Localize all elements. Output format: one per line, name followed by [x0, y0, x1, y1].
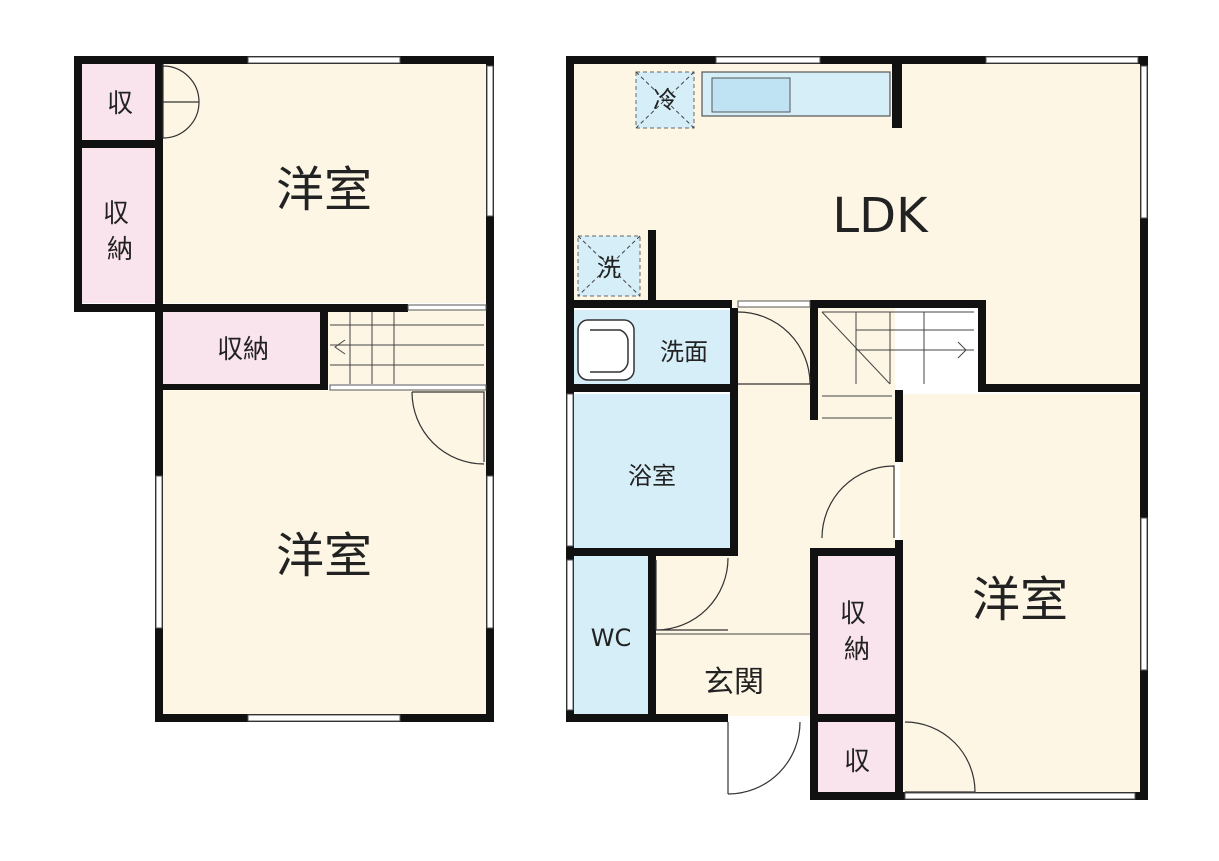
- fridge-box: [635, 71, 695, 129]
- label-storage: 収 納: [840, 599, 874, 665]
- western-room-top-area: [160, 62, 488, 303]
- closet-small-area: [80, 62, 160, 140]
- label-closet: 収: [844, 747, 870, 777]
- stair-area-2f: [326, 308, 488, 384]
- western-room-area: [900, 394, 1142, 794]
- label-western-room: 洋室: [972, 572, 1068, 628]
- kitchen-sink: [711, 77, 791, 113]
- label-western-room-top: 洋室: [276, 162, 372, 218]
- storage-area: [818, 556, 896, 716]
- wc-area: [572, 556, 650, 716]
- label-entrance: 玄関: [704, 665, 764, 700]
- western-room-bottom-area: [160, 390, 488, 716]
- floor-2-plan: 収 収 納 洋室 収納 洋室: [74, 56, 494, 722]
- entrance-area: [655, 556, 813, 716]
- label-washer: 洗: [597, 254, 621, 282]
- stairs-1f: [821, 311, 974, 419]
- label-storage-line2: 納: [844, 635, 870, 665]
- label-ldk: LDK: [832, 188, 929, 244]
- bathroom-area: [572, 394, 732, 549]
- label-closet-storage-line2: 納: [107, 235, 133, 265]
- label-western-room-bottom: 洋室: [276, 528, 372, 584]
- floor-1-plan: LDK 冷 洗 洗面 浴室 WC 玄関 収 納 収 洋室: [566, 56, 1148, 800]
- closet-storage-area: [80, 148, 160, 303]
- label-washroom: 洗面: [660, 338, 708, 366]
- label-closet-small: 収: [107, 89, 133, 119]
- stairs-2f: [330, 312, 484, 384]
- label-hall-storage: 収納: [217, 335, 269, 365]
- closet-area: [818, 722, 896, 794]
- label-closet-storage: 収 納: [103, 199, 137, 265]
- label-fridge: 冷: [653, 86, 677, 114]
- label-closet-storage-line1: 収: [103, 199, 129, 229]
- hall-storage-area: [163, 312, 321, 384]
- label-storage-line1: 収: [840, 599, 866, 629]
- label-wc: WC: [591, 624, 632, 652]
- ldk-area-ext: [980, 300, 1142, 390]
- label-bathroom: 浴室: [628, 462, 676, 490]
